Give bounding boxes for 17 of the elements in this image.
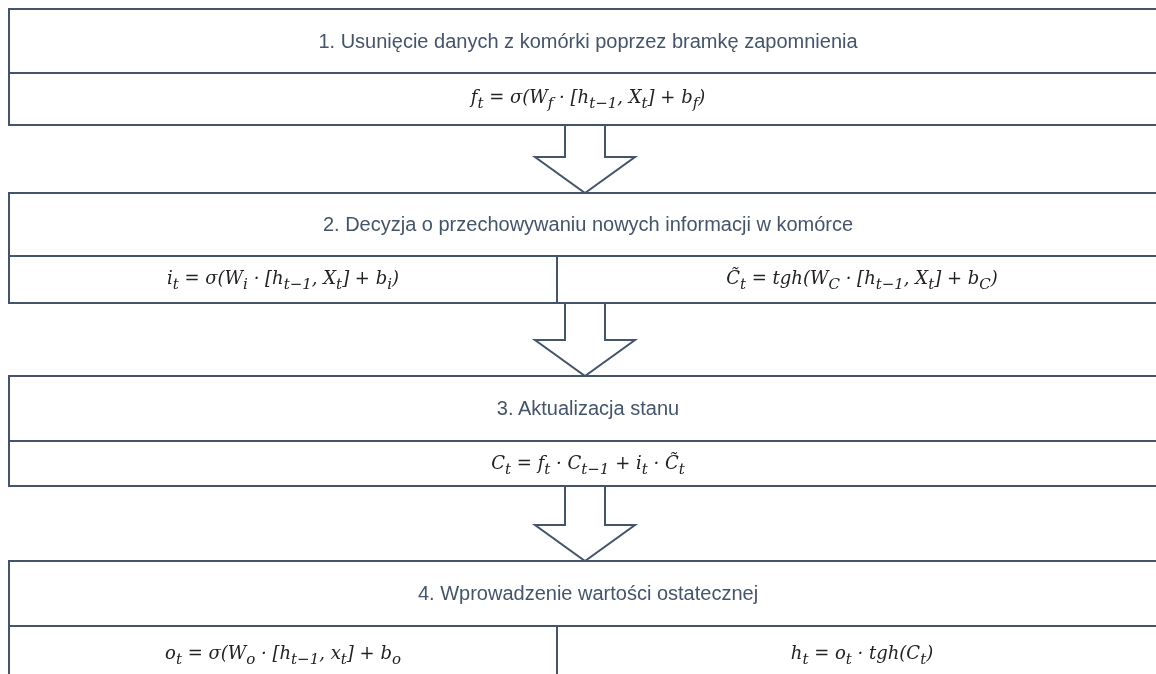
step-heading: 3. Aktualizacja stanu <box>496 397 680 420</box>
formula: h$_{t}$ = o$_{t}$ · tgh(C$_{t}$) <box>790 641 934 668</box>
block-arrow <box>531 485 639 563</box>
formula: C̃$_{t}$ = tgh(W$_{C}$ · [h$_{t−1}$, X$_{t}$] + b$_{C}$) <box>726 266 998 293</box>
formula: i$_{t}$ = σ(W$_{i}$ · [h$_{t−1}$, X$_{t}$] + b$_{i}$) <box>166 266 400 293</box>
block-arrow <box>531 302 639 378</box>
block-arrow <box>531 124 639 195</box>
step-box <box>8 375 1156 487</box>
step-box <box>8 8 1156 126</box>
step-box <box>8 560 1156 674</box>
step-heading: 1. Usunięcie danych z komórki poprzez bramkę zapomnienia <box>318 29 858 53</box>
formula: C$_{t}$ = f$_{t}$ · C$_{t−1}$ + i$_{t}$ · C̃$_{t}$ <box>491 451 685 478</box>
formula: f$_{t}$ = σ(W$_{f}$ · [h$_{t−1}$, X$_{t}$] + b$_{f}$) <box>470 86 706 112</box>
step-heading: 4. Wprowadzenie wartości ostatecznej <box>417 582 759 605</box>
step-heading: 2. Decyzja o przechowywaniu nowych informacji w komórce <box>322 213 854 236</box>
step-box <box>8 192 1156 304</box>
formula: o$_{t}$ = σ(W$_{o}$ · [h$_{t−1}$, x$_{t}$] + b$_{o}$ <box>165 641 401 668</box>
